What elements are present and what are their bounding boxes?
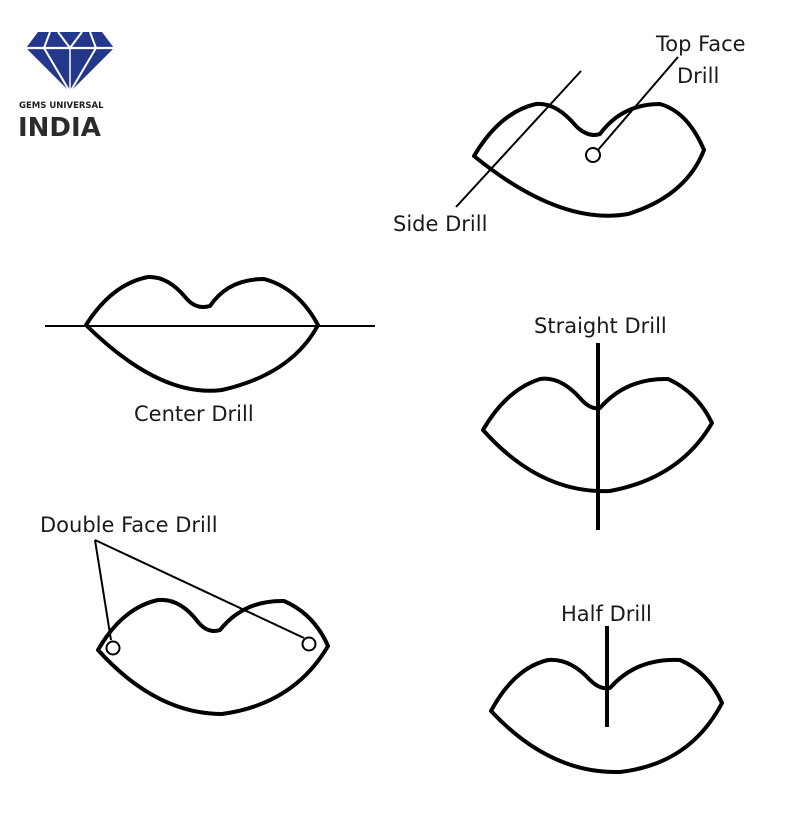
straight-drill-figure: Straight Drill (481, 314, 714, 530)
lip-outline (481, 376, 714, 494)
diamond-icon (26, 31, 114, 94)
double-face-drill-figure: Double Face Drill (40, 513, 330, 716)
double-face-drill-label: Double Face Drill (40, 513, 218, 537)
center-drill-label: Center Drill (134, 402, 254, 426)
side-top-face-drill-figure: Top Face Drill Side Drill (393, 32, 746, 236)
double-face-hole-right (301, 636, 317, 652)
brand-tagline: GEMS UNIVERSAL (19, 101, 104, 111)
top-face-drill-pointer (597, 56, 679, 151)
lip-outline (489, 657, 724, 775)
side-drill-label: Side Drill (393, 212, 487, 236)
lip-outline (84, 274, 320, 393)
top-face-drill-hole (585, 147, 601, 163)
lip-outline (472, 101, 706, 218)
half-drill-figure: Half Drill (489, 602, 724, 775)
center-drill-figure: Center Drill (45, 274, 375, 426)
brand-name: INDIA (18, 113, 101, 143)
side-drill-line (455, 70, 582, 208)
straight-drill-label: Straight Drill (534, 314, 667, 338)
top-face-drill-label-line2: Drill (677, 64, 719, 88)
lip-outline (96, 597, 330, 716)
top-face-drill-label: Top Face (655, 32, 746, 56)
double-face-pointer-right (94, 539, 305, 639)
brand-logo: GEMS UNIVERSAL INDIA (18, 31, 114, 143)
double-face-pointer-left (94, 539, 112, 641)
half-drill-label: Half Drill (561, 602, 652, 626)
double-face-hole-left (105, 640, 121, 656)
